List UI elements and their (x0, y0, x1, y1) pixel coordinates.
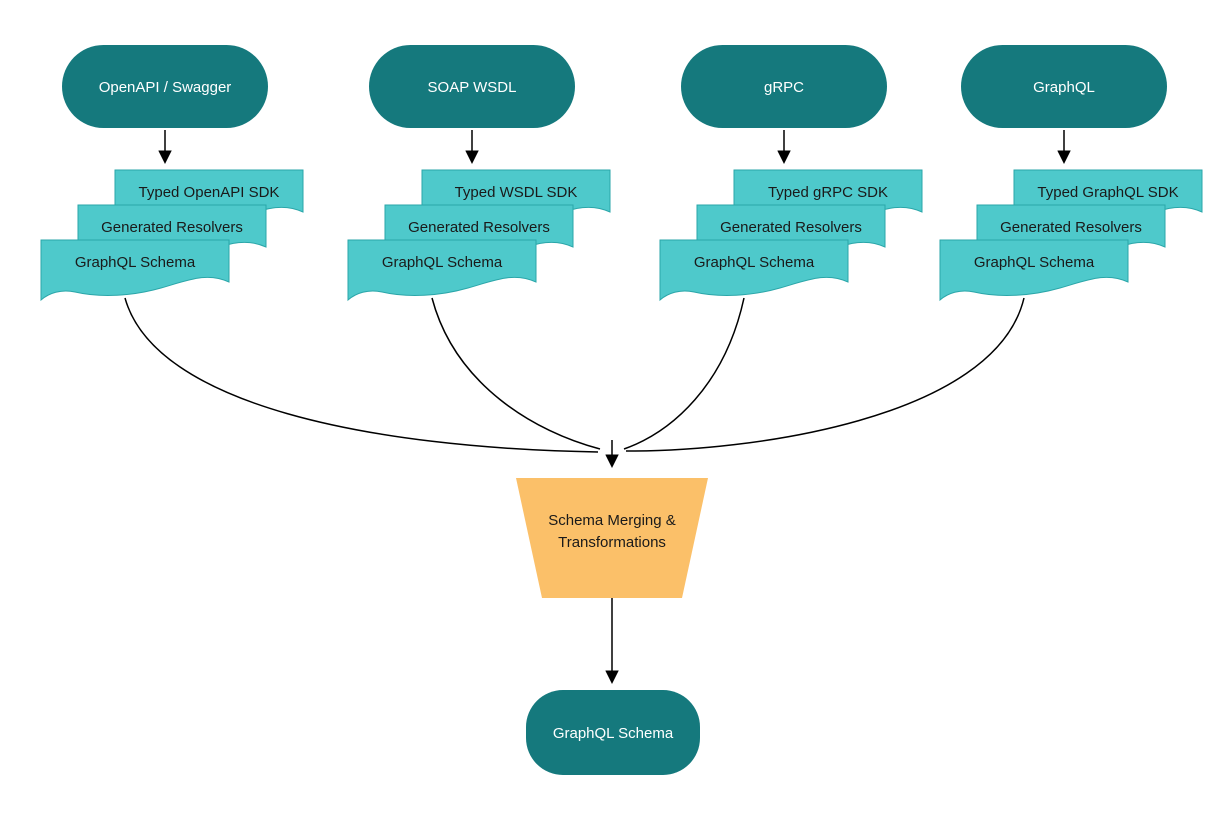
document-resolvers-label: Generated Resolvers (408, 219, 550, 236)
doc-stack-soap: Typed WSDL SDK Generated Resolvers Graph… (347, 169, 611, 302)
source-node-grpc (681, 45, 887, 128)
source-node-soap (369, 45, 575, 128)
document-schema (40, 239, 230, 302)
output-node-shape (526, 690, 700, 775)
document-resolvers-label: Generated Resolvers (101, 219, 243, 236)
document-schema (659, 239, 849, 302)
document-schema-label: GraphQL Schema (974, 254, 1095, 271)
converge-edge-openapi (124, 297, 599, 453)
document-schema-label: GraphQL Schema (694, 254, 815, 271)
document-sdk-label: Typed OpenAPI SDK (139, 184, 280, 201)
source-column-grpc: gRPC Typed gRPC SDK Generated Resolvers … (623, 45, 923, 450)
source-node-graphql (961, 45, 1167, 128)
output-node-label: GraphQL Schema (553, 725, 674, 742)
merge-node-label-line2: Transformations (558, 534, 666, 551)
converge-edge-graphql (625, 297, 1025, 452)
document-schema-label: GraphQL Schema (75, 254, 196, 271)
document-sdk-label: Typed GraphQL SDK (1037, 184, 1178, 201)
output-node: GraphQL Schema (526, 690, 700, 775)
source-column-soap: SOAP WSDL Typed WSDL SDK Generated Resol… (347, 45, 611, 450)
source-column-openapi: OpenAPI / Swagger Typed OpenAPI SDK Gene… (40, 45, 599, 453)
document-sdk-label: Typed gRPC SDK (768, 184, 888, 201)
converge-edge-grpc (623, 297, 745, 450)
merge-node-label-line1: Schema Merging & (548, 512, 676, 529)
source-label: OpenAPI / Swagger (99, 79, 232, 96)
doc-stack-graphql: Typed GraphQL SDK Generated Resolvers Gr… (939, 169, 1203, 302)
merge-node-shape (516, 478, 708, 598)
doc-stack-openapi: Typed OpenAPI SDK Generated Resolvers Gr… (40, 169, 304, 302)
document-schema-label: GraphQL Schema (382, 254, 503, 271)
source-node-openapi (62, 45, 268, 128)
document-sdk-label: Typed WSDL SDK (455, 184, 578, 201)
document-schema (939, 239, 1129, 302)
document-resolvers-label: Generated Resolvers (1000, 219, 1142, 236)
merge-node: Schema Merging & Transformations (516, 478, 708, 598)
document-resolvers-label: Generated Resolvers (720, 219, 862, 236)
source-label: SOAP WSDL (428, 79, 517, 96)
source-label: GraphQL (1033, 79, 1095, 96)
source-label: gRPC (764, 79, 804, 96)
document-schema (347, 239, 537, 302)
doc-stack-grpc: Typed gRPC SDK Generated Resolvers Graph… (659, 169, 923, 302)
source-column-graphql: GraphQL Typed GraphQL SDK Generated Reso… (625, 45, 1203, 452)
converge-edge-soap (431, 297, 601, 450)
